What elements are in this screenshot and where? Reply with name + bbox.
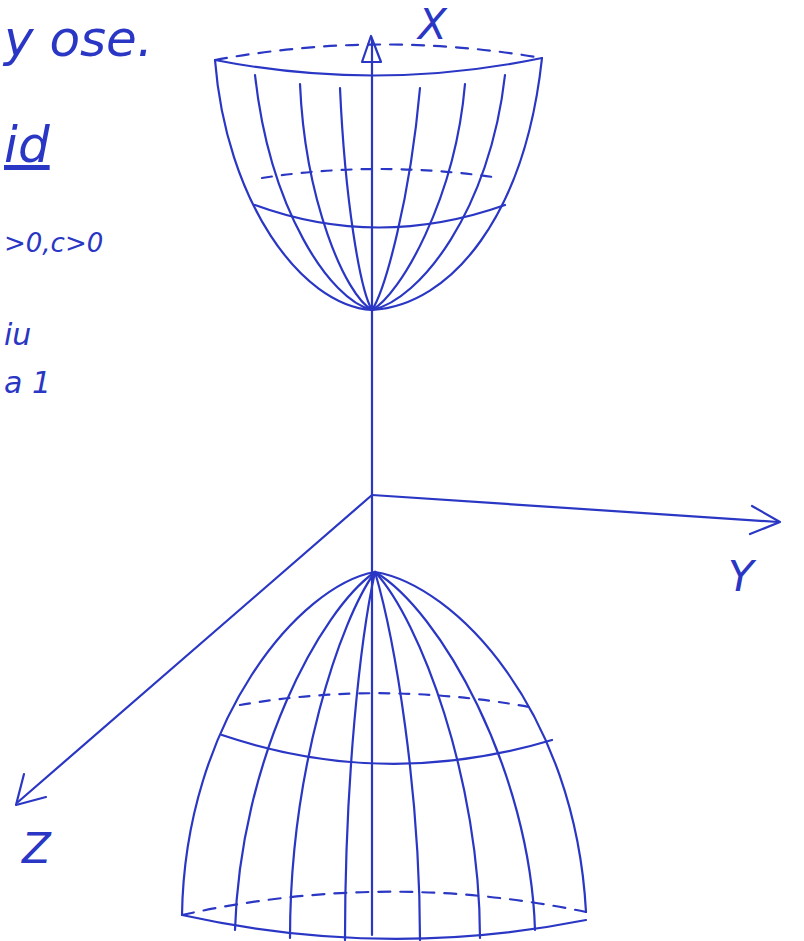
y-axis xyxy=(372,495,778,522)
condition-text: >0,c>0 xyxy=(4,230,103,256)
note-text: id xyxy=(4,120,50,170)
note-text: iu xyxy=(4,320,31,350)
axis-label: Y xyxy=(728,556,754,598)
axis-label: X xyxy=(418,4,447,46)
axis-label: Z xyxy=(22,828,51,870)
y-arrowhead xyxy=(750,506,780,534)
lower-sheet xyxy=(182,572,586,940)
upper-sheet xyxy=(215,44,542,310)
z-arrowhead xyxy=(16,774,46,805)
note-text: a 1 xyxy=(4,368,51,398)
x-axis xyxy=(371,40,373,935)
x-arrowhead xyxy=(362,36,381,62)
z-axis xyxy=(18,495,372,802)
note-text: y ose. xyxy=(4,14,153,64)
